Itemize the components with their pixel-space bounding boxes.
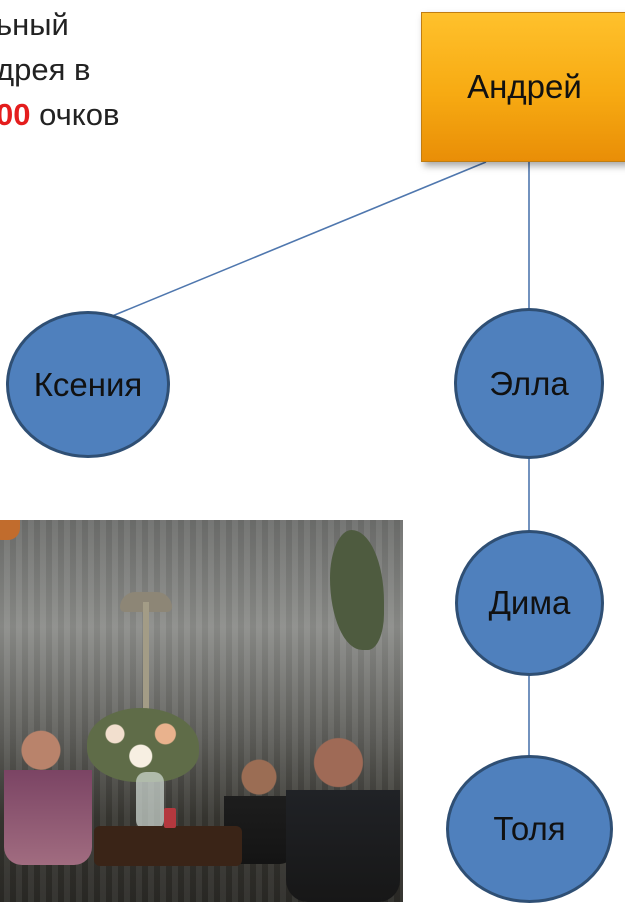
ceiling-light-icon — [0, 520, 20, 540]
child-node-dima: Дима — [455, 530, 604, 676]
partial-text-block: ьный дрея в 00 очков — [0, 2, 256, 137]
score-value: 00 — [0, 97, 31, 132]
cup-icon — [164, 808, 176, 828]
flower-bouquet-icon — [87, 708, 199, 782]
root-node: Андрей — [421, 12, 625, 162]
plant-icon — [330, 530, 384, 650]
child-node-tolya: Толя — [446, 755, 613, 903]
child-node-ksenia: Ксения — [6, 311, 170, 458]
partial-text-line-3: 00 очков — [0, 92, 256, 137]
child-node-ella: Элла — [454, 308, 604, 459]
person-right-icon — [286, 732, 400, 902]
floor-lamp-pole-icon — [143, 602, 149, 782]
partial-text-line-2: дрея в — [0, 52, 91, 87]
vase-icon — [136, 772, 164, 830]
table-icon — [94, 826, 242, 866]
score-suffix: очков — [30, 97, 120, 132]
person-left-icon — [4, 725, 92, 865]
family-photo — [0, 520, 403, 902]
partial-text-line-1: ьный — [0, 7, 69, 42]
connector-root-ksenia — [87, 161, 487, 327]
